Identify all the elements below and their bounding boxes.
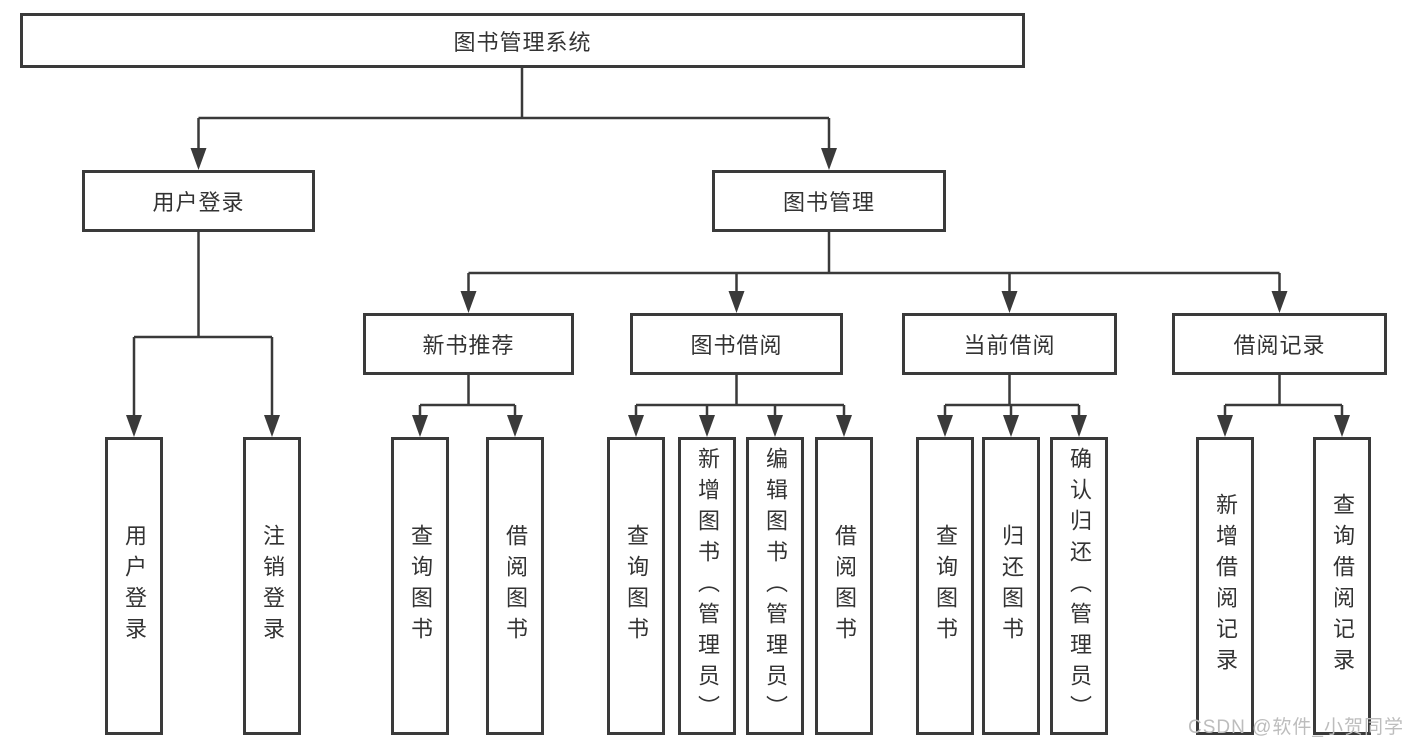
node-user-login: 用户登录 xyxy=(82,170,315,232)
node-current-borrow: 当前借阅 xyxy=(902,313,1117,375)
leaf-query-books-recommend-label: 查询图书 xyxy=(408,524,433,648)
leaf-confirm-return-admin: 确认归还（管理员） xyxy=(1050,437,1108,735)
node-new-book-recommend: 新书推荐 xyxy=(363,313,574,375)
node-book-borrow: 图书借阅 xyxy=(630,313,843,375)
node-borrow-records: 借阅记录 xyxy=(1172,313,1387,375)
node-borrow-records-label: 借阅记录 xyxy=(1233,333,1326,358)
leaf-borrow-books-recommend: 借阅图书 xyxy=(486,437,544,735)
leaf-add-borrow-record-label: 新增借阅记录 xyxy=(1213,493,1238,679)
leaf-query-borrow-record: 查询借阅记录 xyxy=(1313,437,1371,735)
leaf-user-login-label: 用户登录 xyxy=(122,524,147,648)
leaf-logout: 注销登录 xyxy=(243,437,301,735)
leaf-return-books: 归还图书 xyxy=(982,437,1040,735)
node-current-borrow-label: 当前借阅 xyxy=(963,333,1056,358)
leaf-query-books-current-label: 查询图书 xyxy=(933,524,958,648)
node-root-system-label: 图书管理系统 xyxy=(453,29,592,55)
leaf-query-books-recommend: 查询图书 xyxy=(391,437,449,735)
arrowheads xyxy=(126,148,1350,437)
node-book-management: 图书管理 xyxy=(712,170,946,232)
leaf-edit-book-admin: 编辑图书（管理员） xyxy=(746,437,804,735)
node-root-system: 图书管理系统 xyxy=(20,13,1025,68)
leaf-borrow-books-recommend-label: 借阅图书 xyxy=(503,524,528,648)
leaf-query-books-borrow: 查询图书 xyxy=(607,437,665,735)
leaf-edit-book-admin-label: 编辑图书（管理员） xyxy=(763,446,788,726)
leaf-user-login: 用户登录 xyxy=(105,437,163,735)
leaf-add-book-admin-label: 新增图书（管理员） xyxy=(695,446,720,726)
node-book-borrow-label: 图书借阅 xyxy=(690,333,783,358)
leaf-query-borrow-record-label: 查询借阅记录 xyxy=(1330,493,1355,679)
connector-segments xyxy=(132,68,1344,417)
node-user-login-label: 用户登录 xyxy=(152,190,245,215)
node-new-book-recommend-label: 新书推荐 xyxy=(422,333,515,358)
leaf-query-books-borrow-label: 查询图书 xyxy=(624,524,649,648)
csdn-watermark: CSDN @软件_小贺同学 xyxy=(1188,717,1404,738)
leaf-add-borrow-record: 新增借阅记录 xyxy=(1196,437,1254,735)
leaf-borrow-books-label: 借阅图书 xyxy=(832,524,857,648)
node-book-management-label: 图书管理 xyxy=(782,190,875,215)
leaf-logout-label: 注销登录 xyxy=(260,524,285,648)
leaf-confirm-return-admin-label: 确认归还（管理员） xyxy=(1067,446,1092,726)
leaf-borrow-books: 借阅图书 xyxy=(815,437,873,735)
leaf-add-book-admin: 新增图书（管理员） xyxy=(678,437,736,735)
leaf-return-books-label: 归还图书 xyxy=(999,524,1024,648)
leaf-query-books-current: 查询图书 xyxy=(916,437,974,735)
